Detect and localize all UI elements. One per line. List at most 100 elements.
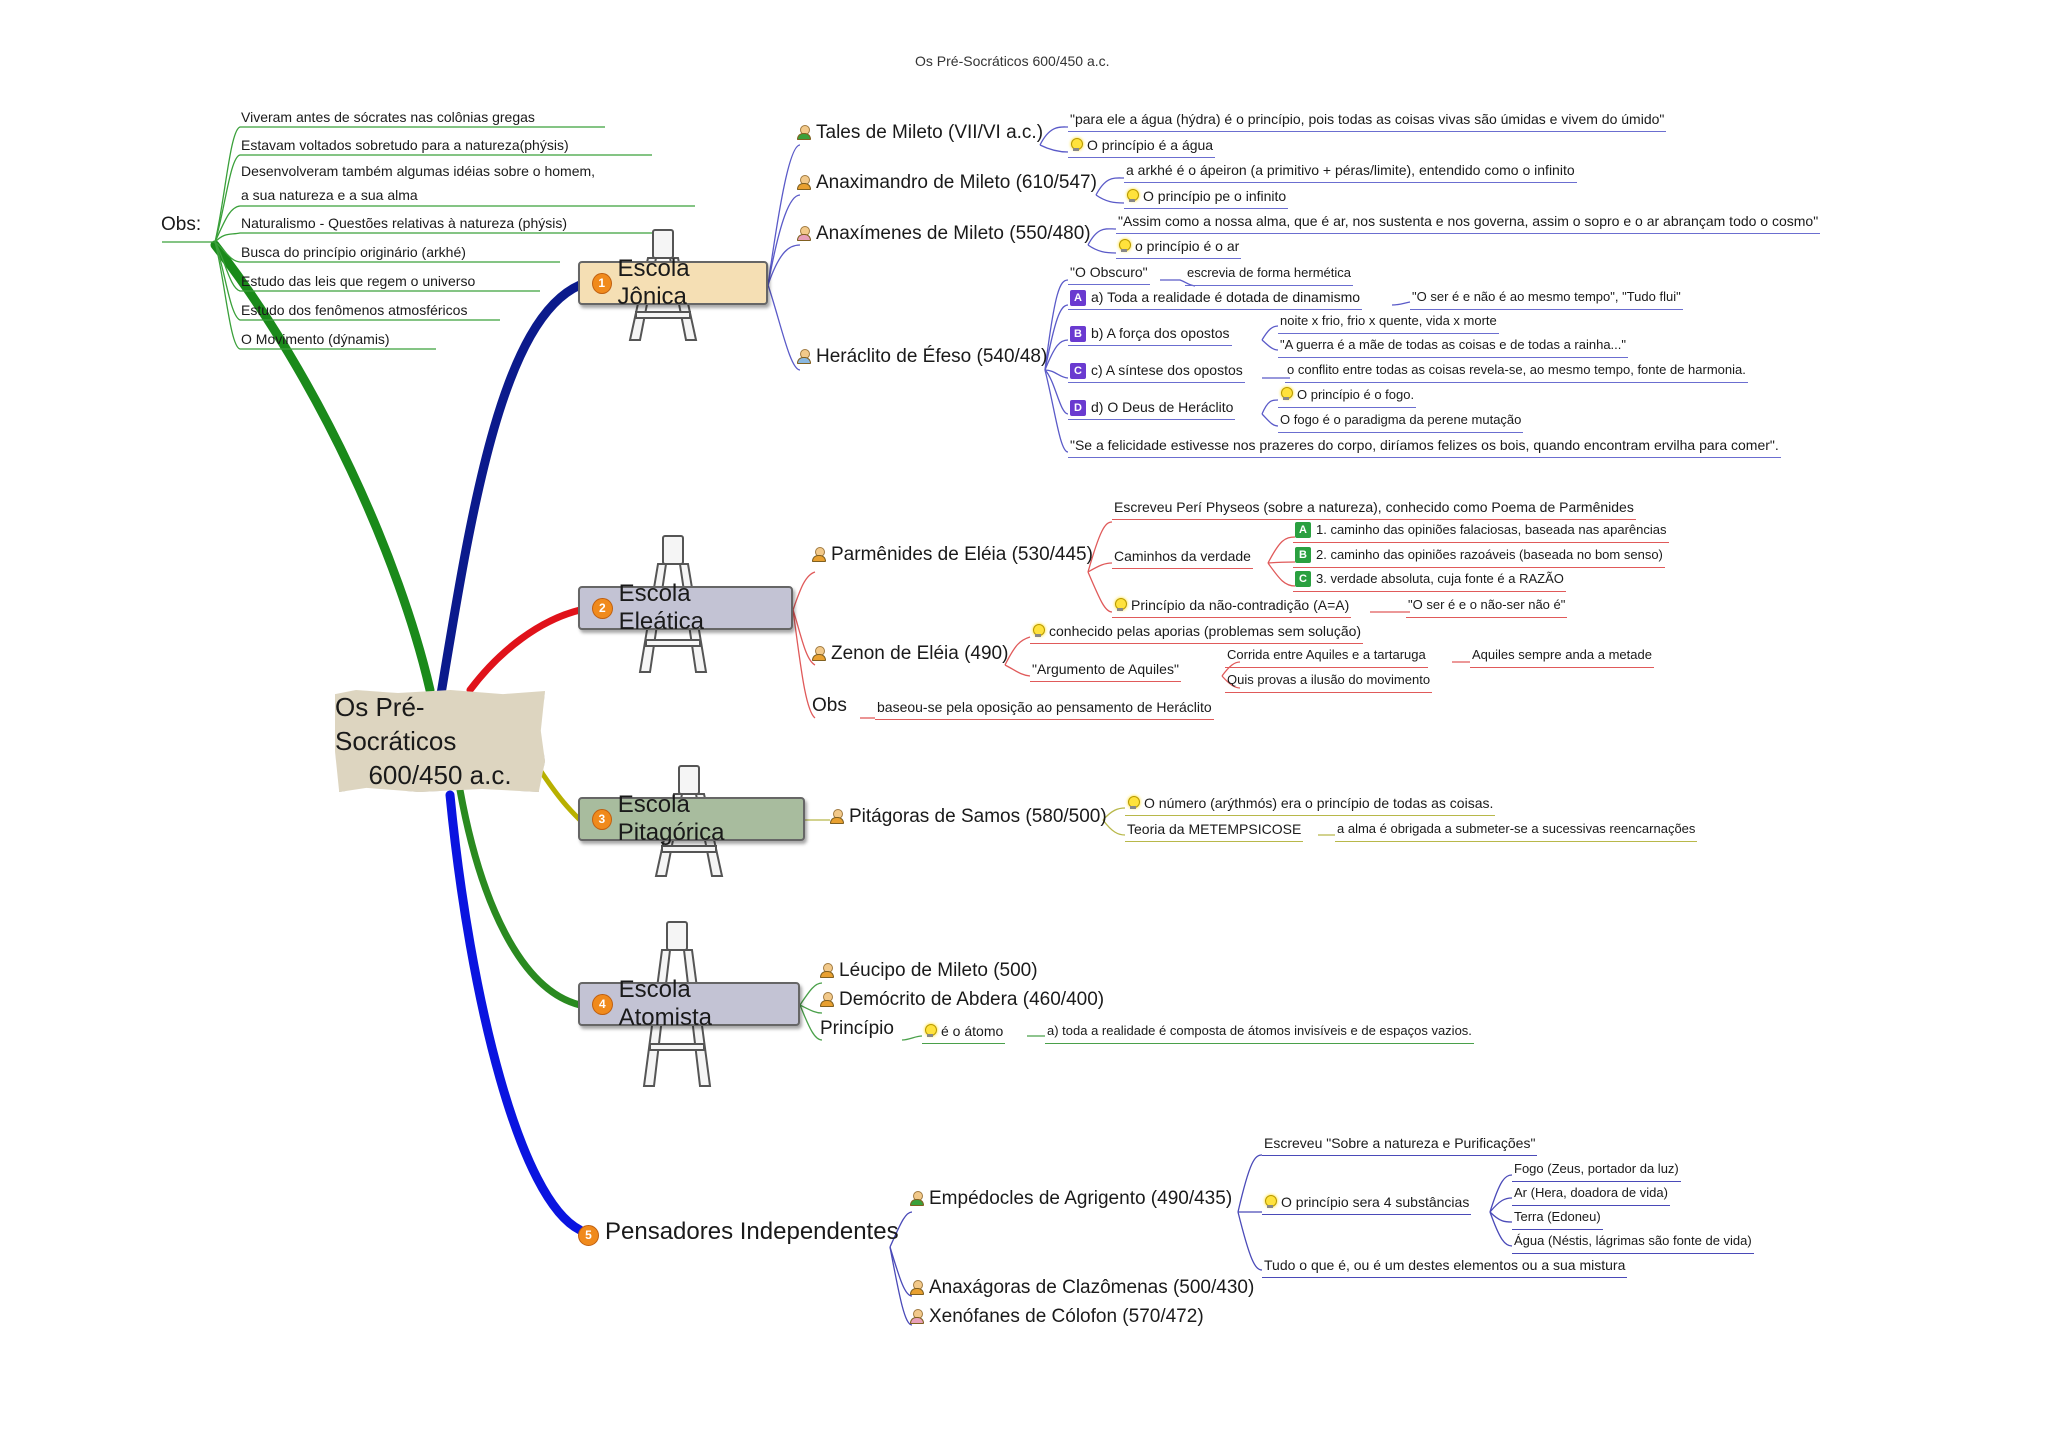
person-icon xyxy=(797,349,811,364)
philosopher-empedocles[interactable]: Empédocles de Agrigento (490/435) xyxy=(910,1189,1232,1208)
principle-label: O princípio sera 4 substâncias xyxy=(1281,1194,1470,1210)
detail[interactable]: a alma é obrigada a submeter-se a sucess… xyxy=(1335,820,1698,842)
philosopher-xenofanes[interactable]: Xenófanes de Cólofon (570/472) xyxy=(910,1307,1204,1326)
obs-item[interactable]: Estudo das leis que regem o universo xyxy=(241,273,476,289)
lightbulb-icon xyxy=(1127,796,1140,810)
principle[interactable]: O princípio pe o infinito xyxy=(1124,187,1289,209)
quote[interactable]: "O ser é e o não-ser não é" xyxy=(1406,596,1568,618)
number-badge: 4 xyxy=(592,993,613,1015)
school-eleatica[interactable]: 2 Escola Eleática xyxy=(578,580,793,635)
quote[interactable]: "Assim como a nossa alma, que é ar, nos … xyxy=(1116,212,1821,234)
teoria[interactable]: Teoria da METEMPSICOSE xyxy=(1125,820,1304,842)
school-pitagorica[interactable]: 3 Escola Pitagórica xyxy=(578,791,805,846)
philosopher-anaximenes[interactable]: Anaxímenes de Mileto (550/480) xyxy=(797,223,1091,244)
obs-item[interactable]: Naturalismo - Questões relativas à natur… xyxy=(241,215,568,231)
philosopher-anaximandro[interactable]: Anaximandro de Mileto (610/547) xyxy=(797,173,1097,192)
letter-badge: B xyxy=(1295,547,1311,563)
philosopher-zenon[interactable]: Zenon de Eléia (490) xyxy=(812,643,1009,664)
obs-item[interactable]: Viveram antes de sócrates nas colônias g… xyxy=(241,109,535,125)
detail[interactable]: escrevia de forma hermética xyxy=(1185,264,1354,286)
detail[interactable]: Corrida entre Aquiles e a tartaruga xyxy=(1225,646,1428,668)
person-icon xyxy=(797,226,811,241)
philosopher-leucipo[interactable]: Léucipo de Mileto (500) xyxy=(820,960,1038,981)
element-item[interactable]: Água (Néstis, lágrimas são fonte de vida… xyxy=(1512,1232,1754,1254)
quote[interactable]: "Se a felicidade estivesse nos prazeres … xyxy=(1068,436,1781,458)
principle[interactable]: O princípio é a água xyxy=(1068,136,1216,158)
philosopher-anaxagoras[interactable]: Anaxágoras de Clazômenas (500/430) xyxy=(910,1277,1255,1298)
person-icon xyxy=(910,1309,924,1324)
principle-label: O princípio pe o infinito xyxy=(1143,188,1287,204)
letter-badge: C xyxy=(1070,363,1086,379)
philosopher-parmenides[interactable]: Parmênides de Eléia (530/445) xyxy=(812,545,1093,564)
element-item[interactable]: Ar (Hera, doadora de vida) xyxy=(1512,1184,1670,1206)
lightbulb-icon xyxy=(1280,387,1293,401)
principle[interactable]: O princípio sera 4 substâncias xyxy=(1262,1193,1472,1215)
detail[interactable]: o conflito entre todas as coisas revela-… xyxy=(1285,361,1748,383)
detail-label: conhecido pelas aporias (problemas sem s… xyxy=(1049,623,1362,639)
principle-label: Princípio da não-contradição (A=A) xyxy=(1131,597,1350,613)
obs-item[interactable]: Estavam voltados sobretudo para a nature… xyxy=(241,137,569,153)
central-topic[interactable]: Os Pré-Socráticos 600/450 a.c. xyxy=(335,690,545,792)
caminhos-verdade[interactable]: Caminhos da verdade xyxy=(1112,547,1253,569)
nickname[interactable]: "O Obscuro" xyxy=(1068,263,1150,285)
philosopher-label: Zenon de Eléia (490) xyxy=(831,643,1009,664)
obs-eleatica[interactable]: Obs xyxy=(812,695,847,716)
philosopher-tales[interactable]: Tales de Mileto (VII/VI a.c.) xyxy=(797,123,1043,142)
obs-item[interactable]: O Movimento (dýnamis) xyxy=(241,331,390,347)
principle[interactable]: Princípio da não-contradição (A=A) xyxy=(1112,596,1352,618)
principle[interactable]: O número (arýthmós) era o princípio de t… xyxy=(1125,794,1496,816)
detail[interactable]: Escreveu Perí Physeos (sobre a natureza)… xyxy=(1112,498,1636,520)
obs-item[interactable]: Desenvolveram também algumas idéias sobr… xyxy=(241,163,596,179)
obs-item[interactable]: Busca do princípio originário (arkhé) xyxy=(241,244,466,260)
item-label: b) A força dos opostos xyxy=(1091,325,1230,341)
quote[interactable]: a arkhé é o ápeiron (a primitivo + péras… xyxy=(1124,161,1577,183)
person-icon xyxy=(812,646,826,661)
quote[interactable]: "para ele a água (hýdra) é o princípio, … xyxy=(1068,110,1667,132)
central-topic-title: Os Pré-Socráticos xyxy=(335,692,457,756)
philosopher-pitagoras[interactable]: Pitágoras de Samos (580/500) xyxy=(830,807,1107,826)
principio-atomista[interactable]: Princípio xyxy=(820,1018,894,1039)
argumento-aquiles[interactable]: "Argumento de Aquiles" xyxy=(1030,660,1181,682)
detail[interactable]: Tudo o que é, ou é um destes elementos o… xyxy=(1262,1256,1628,1278)
detail[interactable]: conhecido pelas aporias (problemas sem s… xyxy=(1030,622,1364,644)
detail[interactable]: Quis provas a ilusão do movimento xyxy=(1225,671,1433,693)
detail[interactable]: Escreveu "Sobre a natureza e Purificaçõe… xyxy=(1262,1134,1538,1156)
principle[interactable]: é o átomo xyxy=(922,1022,1006,1044)
detail[interactable]: a) toda a realidade é composta de átomos… xyxy=(1045,1022,1474,1044)
philosopher-democrito[interactable]: Demócrito de Abdera (460/400) xyxy=(820,989,1105,1010)
detail[interactable]: Aquiles sempre anda a metade xyxy=(1470,646,1654,668)
detail[interactable]: "A guerra é a mãe de todas as coisas e d… xyxy=(1278,336,1628,358)
detail[interactable]: baseou-se pela oposição ao pensamento de… xyxy=(875,698,1214,720)
philosopher-label: Anaxímenes de Mileto (550/480) xyxy=(816,223,1091,244)
principle-label: O número (arýthmós) era o princípio de t… xyxy=(1144,795,1494,811)
philosopher-heraclito[interactable]: Heráclito de Éfeso (540/48) xyxy=(797,347,1047,366)
philosopher-label: Anaxágoras de Clazômenas (500/430) xyxy=(929,1277,1255,1298)
school-atomista[interactable]: 4 Escola Atomista xyxy=(578,976,800,1031)
philosopher-label: Demócrito de Abdera (460/400) xyxy=(839,989,1105,1010)
school-title: Escola Atomista xyxy=(618,976,712,1031)
principle[interactable]: o princípio é o ar xyxy=(1116,237,1242,259)
item-label: a) Toda a realidade é dotada de dinamism… xyxy=(1091,289,1361,305)
detail[interactable]: O princípio é o fogo. xyxy=(1278,386,1417,408)
element-item[interactable]: Terra (Edoneu) xyxy=(1512,1208,1603,1230)
obs-item[interactable]: Estudo dos fenômenos atmosféricos xyxy=(241,302,468,318)
obs-label[interactable]: Obs: xyxy=(161,214,202,235)
person-icon xyxy=(830,809,844,824)
detail[interactable]: noite x frio, frio x quente, vida x mort… xyxy=(1278,312,1499,334)
element-item[interactable]: Fogo (Zeus, portador da luz) xyxy=(1512,1160,1681,1182)
philosopher-label: Léucipo de Mileto (500) xyxy=(839,960,1038,981)
principle-label: o princípio é o ar xyxy=(1135,238,1240,254)
school-jonica[interactable]: 1 Escola Jônica xyxy=(578,255,768,310)
obs-item[interactable]: a sua natureza e a sua alma xyxy=(241,187,418,203)
detail[interactable]: O fogo é o paradigma da perene mutação xyxy=(1278,411,1524,433)
lightbulb-icon xyxy=(1126,189,1139,203)
detail[interactable]: "O ser é e não é ao mesmo tempo", "Tudo … xyxy=(1410,288,1683,310)
